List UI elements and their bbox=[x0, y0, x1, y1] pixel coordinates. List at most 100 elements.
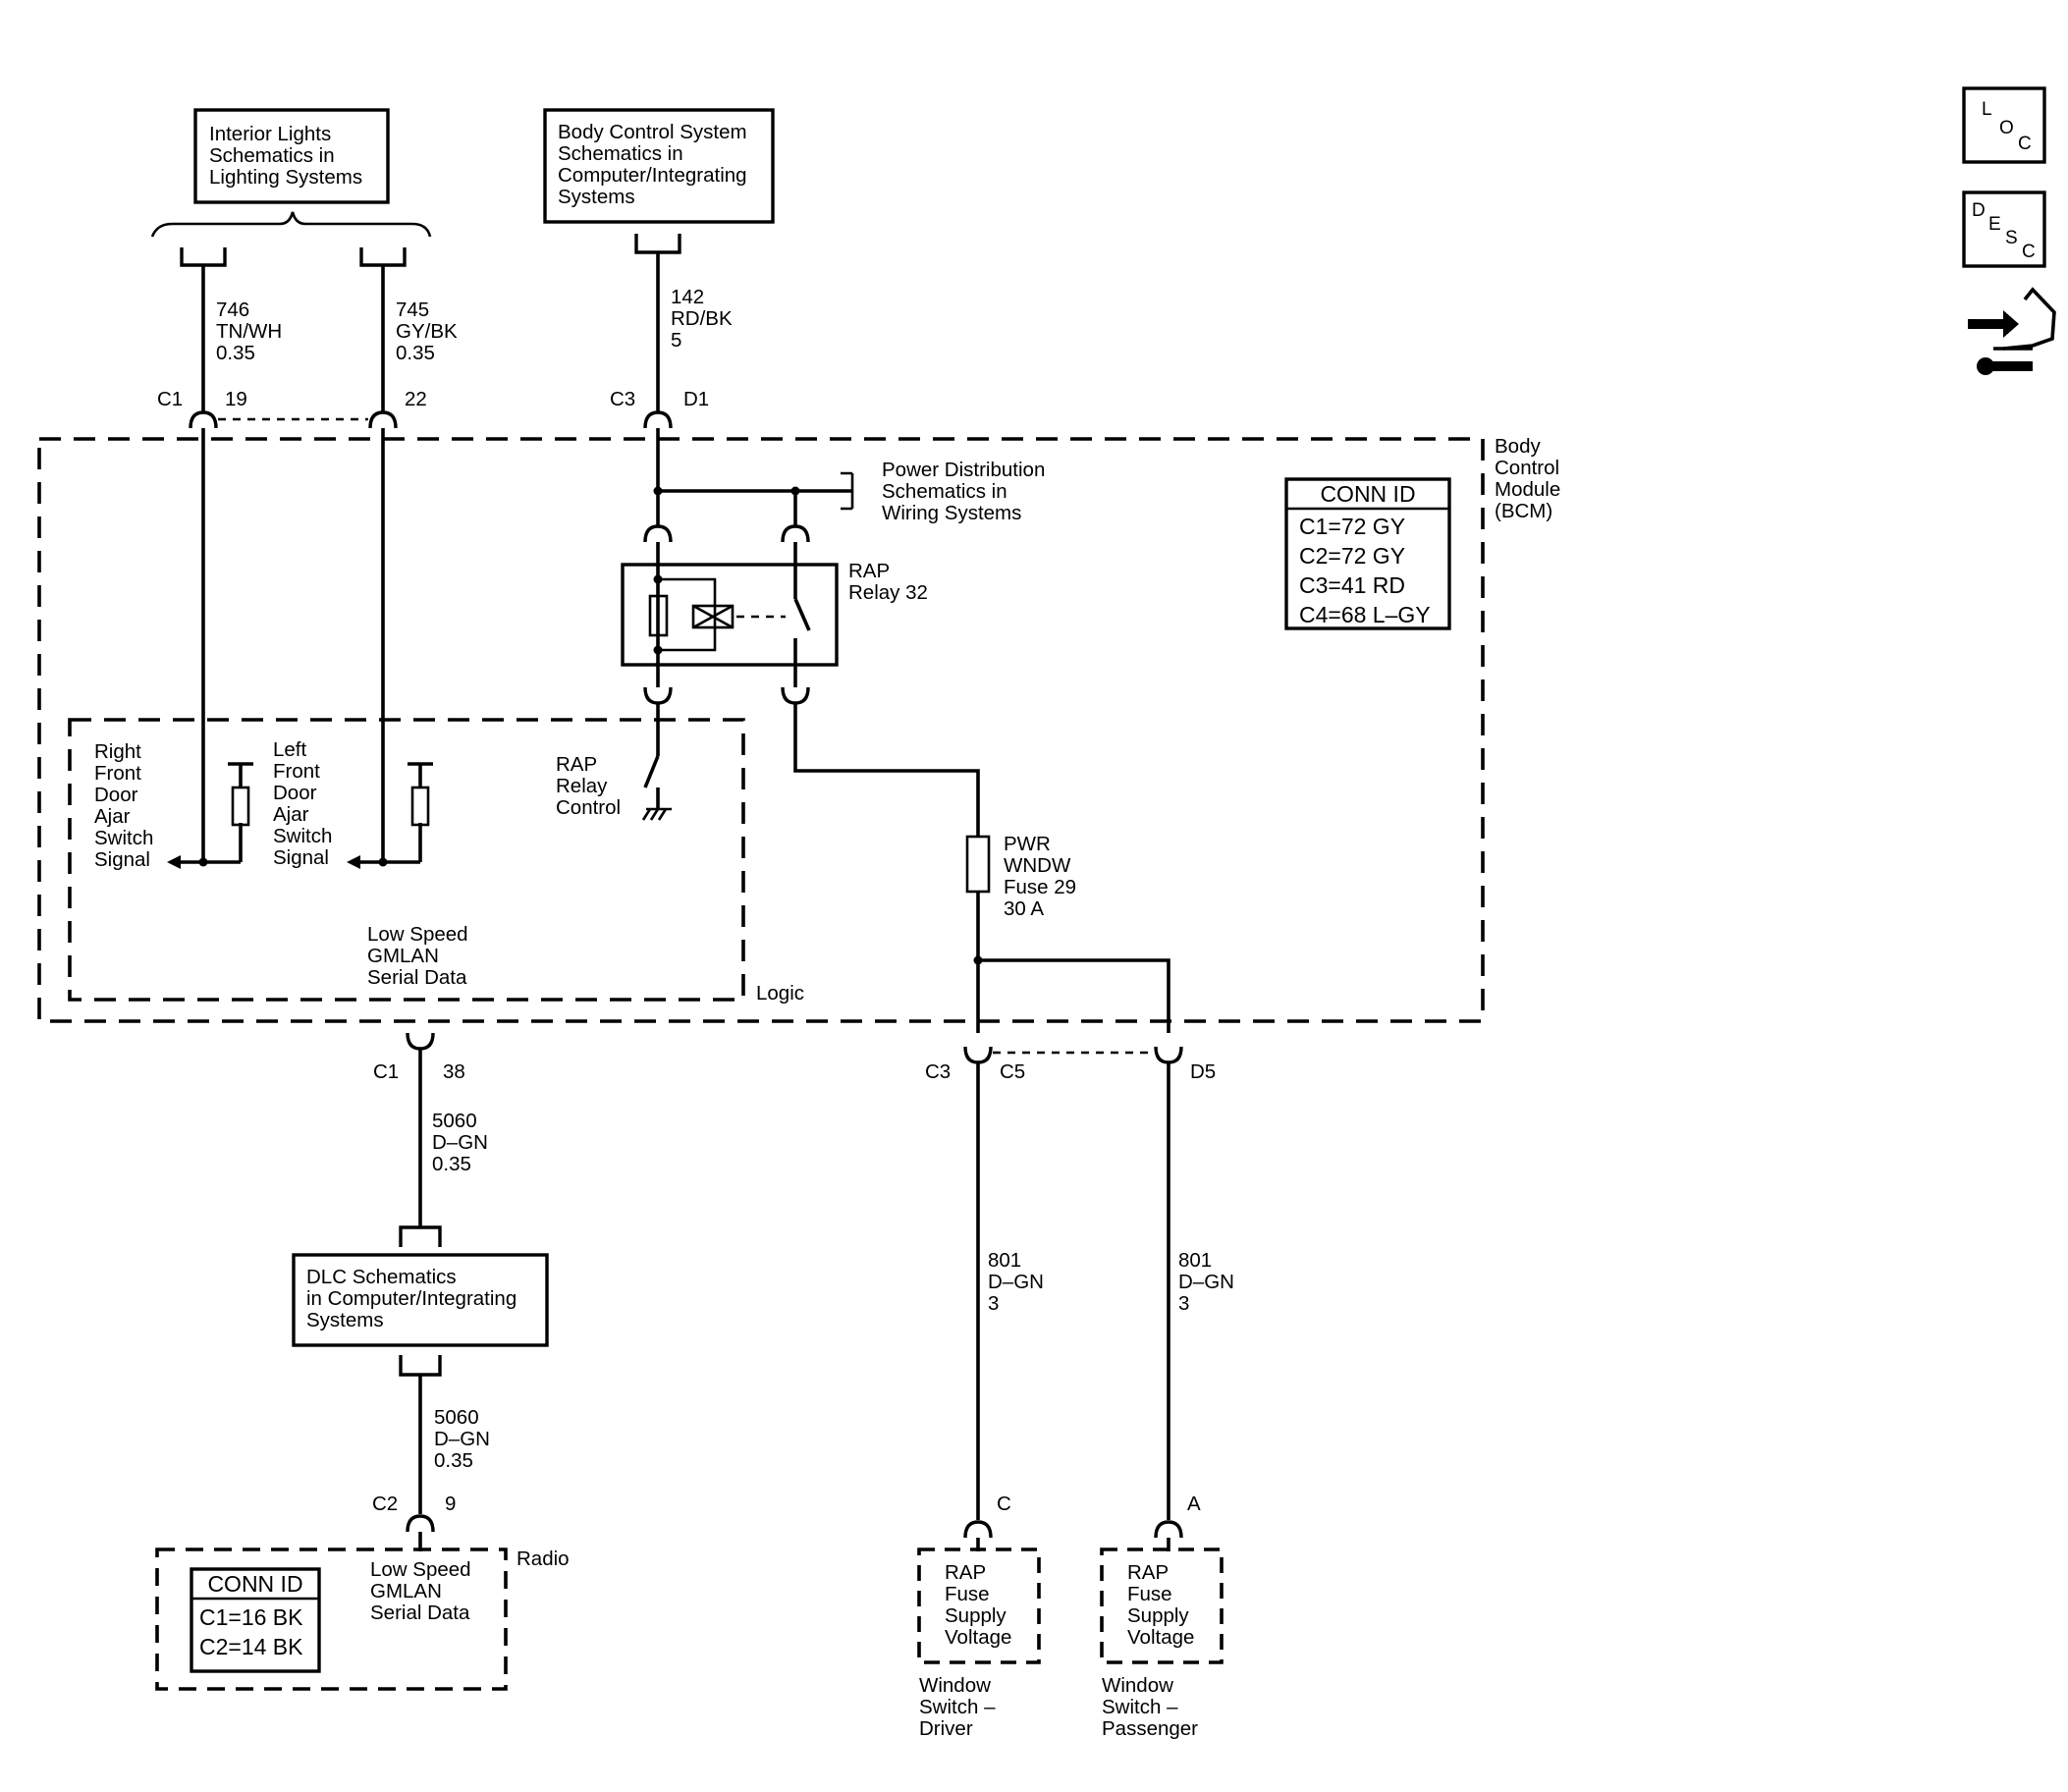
svg-text:RAP: RAP bbox=[945, 1561, 986, 1584]
ref-line: Schematics in bbox=[558, 142, 683, 165]
svg-text:GY/BK: GY/BK bbox=[396, 320, 458, 343]
svg-text:746: 746 bbox=[216, 299, 249, 321]
connector-pin-c5 bbox=[963, 1046, 993, 1064]
pin-label: D1 bbox=[683, 388, 709, 410]
connector-view-button[interactable] bbox=[1968, 287, 2056, 375]
svg-text:5: 5 bbox=[671, 329, 681, 352]
ref-line: Schematics in bbox=[209, 144, 335, 167]
lf-door-ajar-signal: Left Front Door Ajar Switch Signal bbox=[273, 738, 433, 869]
pin-label: D5 bbox=[1190, 1060, 1216, 1083]
svg-text:Switch: Switch bbox=[94, 827, 153, 849]
svg-text:Voltage: Voltage bbox=[1127, 1626, 1194, 1649]
svg-text:Power Distribution: Power Distribution bbox=[882, 459, 1045, 481]
svg-text:Relay: Relay bbox=[556, 775, 608, 797]
pin-label: C1 bbox=[157, 388, 183, 410]
radio-module[interactable]: Radio CONN ID C1=16 BK C2=14 BK Low Spee… bbox=[155, 1548, 570, 1691]
wire-142: 142 RD/BK 5 bbox=[656, 252, 733, 412]
svg-text:Window: Window bbox=[919, 1674, 991, 1697]
pin-label: 9 bbox=[445, 1493, 456, 1515]
window-switch-driver[interactable]: RAP Fuse Supply Voltage Window Switch – … bbox=[917, 1548, 1041, 1740]
reference-bracket bbox=[150, 211, 432, 238]
logic-label: Logic bbox=[756, 982, 804, 1005]
svg-text:D–GN: D–GN bbox=[1178, 1271, 1234, 1293]
svg-text:Door: Door bbox=[94, 784, 138, 806]
connector-pin-22 bbox=[368, 410, 398, 429]
connector-pin-d1 bbox=[643, 410, 673, 429]
svg-text:801: 801 bbox=[1178, 1249, 1212, 1272]
svg-text:Low Speed: Low Speed bbox=[367, 923, 468, 946]
svg-text:(BCM): (BCM) bbox=[1495, 500, 1552, 522]
svg-text:TN/WH: TN/WH bbox=[216, 320, 282, 343]
body-control-system-reference[interactable]: Body Control System Schematics in Comput… bbox=[543, 108, 775, 224]
pin-label: A bbox=[1187, 1493, 1201, 1515]
svg-text:Supply: Supply bbox=[1127, 1604, 1189, 1627]
rap-relay-32: RAP Relay 32 bbox=[621, 542, 928, 687]
pin-label: C3 bbox=[925, 1060, 951, 1083]
svg-text:S: S bbox=[2005, 228, 2018, 248]
svg-text:Fuse: Fuse bbox=[945, 1583, 990, 1605]
svg-text:5060: 5060 bbox=[434, 1406, 479, 1429]
svg-text:C: C bbox=[2022, 242, 2036, 262]
svg-text:0.35: 0.35 bbox=[432, 1153, 471, 1175]
connector-pin-a bbox=[1154, 1520, 1183, 1539]
window-switch-passenger[interactable]: RAP Fuse Supply Voltage Window Switch – … bbox=[1100, 1548, 1224, 1740]
svg-text:Driver: Driver bbox=[919, 1717, 973, 1740]
svg-text:Switch –: Switch – bbox=[1102, 1696, 1178, 1718]
svg-text:D: D bbox=[1972, 200, 1986, 221]
svg-text:Fuse: Fuse bbox=[1127, 1583, 1172, 1605]
relay-pin bbox=[781, 524, 810, 543]
svg-text:Radio: Radio bbox=[517, 1548, 570, 1570]
svg-text:Serial Data: Serial Data bbox=[367, 966, 467, 989]
wire-801-passenger: 801 D–GN 3 bbox=[1167, 1062, 1234, 1520]
svg-text:L: L bbox=[1982, 99, 1992, 120]
svg-text:DLC Schematics: DLC Schematics bbox=[306, 1266, 457, 1288]
connector-bracket bbox=[359, 247, 407, 267]
svg-text:Relay 32: Relay 32 bbox=[848, 581, 928, 604]
svg-text:O: O bbox=[1999, 118, 2014, 138]
ref-line: Interior Lights bbox=[209, 123, 331, 145]
svg-text:D–GN: D–GN bbox=[432, 1131, 488, 1154]
svg-text:0.35: 0.35 bbox=[434, 1449, 473, 1472]
conn-id-title: CONN ID bbox=[1320, 481, 1415, 507]
interior-lights-reference[interactable]: Interior Lights Schematics in Lighting S… bbox=[193, 108, 390, 204]
pin-label: 38 bbox=[443, 1060, 465, 1083]
svg-text:801: 801 bbox=[988, 1249, 1021, 1272]
svg-text:30 A: 30 A bbox=[1004, 897, 1044, 920]
loc-button[interactable]: L O C bbox=[1962, 86, 2046, 164]
svg-text:Ajar: Ajar bbox=[273, 803, 309, 826]
pin-label: C1 bbox=[373, 1060, 399, 1083]
connector-pin-19 bbox=[189, 410, 218, 429]
svg-text:Window: Window bbox=[1102, 1674, 1173, 1697]
wire-5060-top: 5060 D–GN 0.35 bbox=[418, 1049, 488, 1227]
desc-icon: D E S C bbox=[1972, 200, 2036, 262]
svg-text:3: 3 bbox=[988, 1292, 999, 1315]
connector-icon bbox=[1968, 287, 2056, 375]
svg-text:Door: Door bbox=[273, 782, 317, 804]
relay-pin bbox=[781, 686, 810, 705]
power-distribution-bracket bbox=[841, 471, 854, 511]
bcm-conn-id-table: CONN ID C1=72 GY C2=72 GY C3=41 RD C4=68… bbox=[1284, 477, 1451, 630]
conn-id-row: C3=41 RD bbox=[1299, 572, 1405, 598]
svg-text:Passenger: Passenger bbox=[1102, 1717, 1198, 1740]
svg-text:Low Speed: Low Speed bbox=[370, 1558, 471, 1581]
svg-text:PWR: PWR bbox=[1004, 833, 1051, 855]
svg-text:Signal: Signal bbox=[273, 846, 329, 869]
svg-text:Wiring Systems: Wiring Systems bbox=[882, 502, 1021, 524]
loc-icon: L O C bbox=[1982, 99, 2032, 154]
connector-bracket bbox=[399, 1355, 442, 1377]
conn-id-row: C2=14 BK bbox=[199, 1634, 303, 1659]
desc-button[interactable]: D E S C bbox=[1962, 190, 2046, 268]
svg-text:in Computer/Integrating: in Computer/Integrating bbox=[306, 1287, 517, 1310]
svg-text:RAP: RAP bbox=[1127, 1561, 1169, 1584]
pin-label: C3 bbox=[610, 388, 635, 410]
dlc-reference[interactable]: DLC Schematics in Computer/Integrating S… bbox=[292, 1253, 549, 1347]
svg-text:Supply: Supply bbox=[945, 1604, 1007, 1627]
conn-id-title: CONN ID bbox=[207, 1571, 302, 1597]
conn-id-row: C2=72 GY bbox=[1299, 543, 1405, 569]
connector-bracket bbox=[180, 247, 227, 267]
svg-text:Control: Control bbox=[556, 796, 621, 819]
svg-text:RAP: RAP bbox=[848, 560, 890, 582]
power-distribution-reference[interactable]: Power Distribution Schematics in Wiring … bbox=[882, 459, 1045, 524]
svg-text:Front: Front bbox=[94, 762, 141, 785]
